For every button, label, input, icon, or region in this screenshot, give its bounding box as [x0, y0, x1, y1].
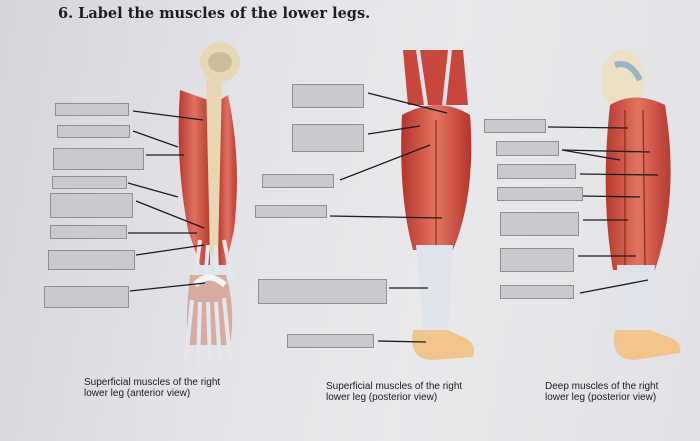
caption-posterior-superficial-line1: Superficial muscles of the right [326, 381, 463, 392]
caption-posterior-deep: Deep muscles of the right lower leg (pos… [545, 381, 658, 403]
label-box-posterior-superficial-5[interactable] [258, 279, 387, 304]
label-box-anterior-6[interactable] [50, 225, 127, 239]
label-box-anterior-8[interactable] [44, 286, 129, 308]
label-box-anterior-1[interactable] [55, 103, 129, 116]
label-box-anterior-7[interactable] [48, 250, 135, 270]
label-box-posterior-superficial-3[interactable] [262, 174, 334, 188]
label-box-posterior-superficial-6[interactable] [287, 334, 374, 348]
caption-anterior-line1: Superficial muscles of the right [84, 377, 221, 388]
label-box-posterior-deep-6[interactable] [500, 248, 574, 272]
caption-posterior-superficial: Superficial muscles of the right lower l… [326, 381, 462, 403]
posterior-deep-leg-illustration [601, 50, 681, 360]
label-box-posterior-deep-4[interactable] [497, 187, 583, 201]
question-title: 6. Label the muscles of the lower legs. [58, 5, 371, 22]
label-box-anterior-3[interactable] [53, 148, 144, 170]
label-box-posterior-deep-5[interactable] [500, 212, 579, 236]
label-box-anterior-2[interactable] [57, 125, 130, 138]
label-box-posterior-deep-2[interactable] [496, 141, 559, 156]
label-box-posterior-superficial-1[interactable] [292, 84, 364, 108]
label-box-posterior-superficial-4[interactable] [255, 205, 327, 218]
label-box-posterior-deep-3[interactable] [497, 164, 576, 179]
caption-posterior-deep-line1: Deep muscles of the right [545, 381, 659, 392]
caption-posterior-superficial-line2: lower leg (posterior view) [326, 392, 438, 403]
label-box-posterior-superficial-2[interactable] [292, 124, 364, 152]
label-box-anterior-4[interactable] [52, 176, 127, 189]
posterior-superficial-leg-illustration [401, 49, 474, 360]
caption-anterior: Superficial muscles of the right lower l… [84, 377, 220, 399]
caption-anterior-line2: lower leg (anterior view) [84, 388, 191, 399]
label-box-posterior-deep-1[interactable] [484, 119, 546, 133]
label-box-posterior-deep-7[interactable] [500, 285, 574, 299]
caption-posterior-deep-line2: lower leg (posterior view) [545, 392, 657, 403]
label-box-anterior-5[interactable] [50, 193, 133, 218]
